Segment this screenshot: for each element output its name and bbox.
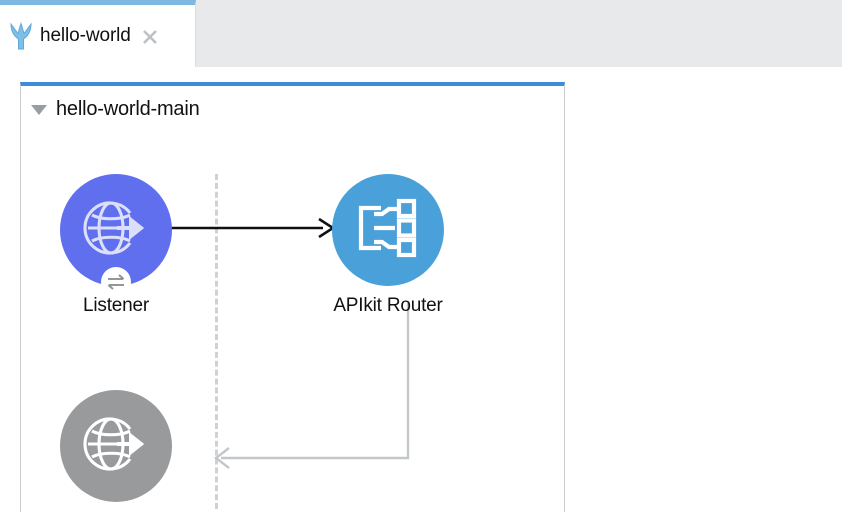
flow-body[interactable]: Listener bbox=[21, 128, 564, 516]
node-label-apikit-router: APIkit Router bbox=[333, 295, 443, 316]
flow-title: hello-world-main bbox=[56, 97, 200, 120]
apikit-router-branch-icon bbox=[357, 197, 419, 264]
tab-label: hello-world bbox=[40, 25, 131, 46]
flow-node-apikit-router[interactable]: APIkit Router bbox=[332, 174, 444, 317]
listener-icon-circle[interactable] bbox=[60, 174, 172, 297]
listener-response-icon-circle[interactable] bbox=[60, 390, 172, 502]
flow-container-hello-world-main[interactable]: hello-world-main bbox=[20, 82, 565, 512]
triangle-down-icon[interactable] bbox=[31, 105, 47, 115]
flow-node-listener[interactable]: Listener bbox=[60, 174, 172, 317]
connector-apikit-router-to-listener-response bbox=[186, 303, 426, 488]
connector-listener-to-apikit-router bbox=[171, 216, 341, 245]
editor-tab-bar: hello-world bbox=[0, 0, 842, 68]
mule-logo-icon bbox=[8, 21, 34, 52]
node-label-listener: Listener bbox=[83, 295, 149, 316]
source-process-divider bbox=[215, 174, 218, 509]
http-listener-globe-arrow-icon bbox=[83, 195, 149, 266]
tab-hello-world[interactable]: hello-world bbox=[0, 0, 196, 67]
exchange-arrows-icon bbox=[101, 267, 131, 297]
flow-editor-canvas[interactable]: hello-world-main bbox=[0, 67, 842, 512]
apikit-router-icon-circle[interactable] bbox=[332, 174, 444, 286]
http-listener-globe-arrow-icon bbox=[83, 411, 149, 482]
flow-node-listener-response[interactable] bbox=[60, 390, 172, 511]
close-icon[interactable] bbox=[140, 27, 160, 47]
flow-header[interactable]: hello-world-main bbox=[21, 90, 564, 128]
